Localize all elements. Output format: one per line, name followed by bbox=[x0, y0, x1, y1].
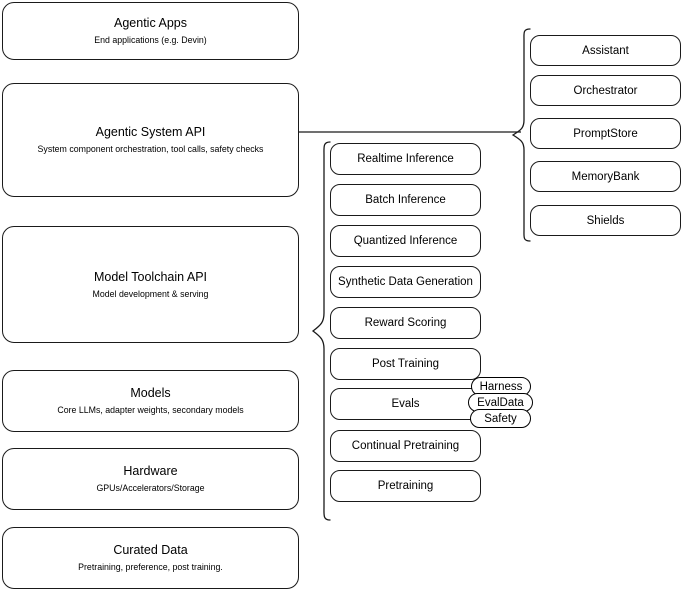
layer-box-models[interactable]: Models Core LLMs, adapter weights, secon… bbox=[2, 370, 299, 432]
layer-subtitle: GPUs/Accelerators/Storage bbox=[96, 483, 205, 493]
layer-title: Models bbox=[130, 386, 171, 401]
layer-subtitle: Pretraining, preference, post training. bbox=[78, 562, 223, 572]
chip-label: Shields bbox=[586, 214, 625, 227]
layer-box-agentic-apps[interactable]: Agentic Apps End applications (e.g. Devi… bbox=[2, 2, 299, 60]
eval-badge-label: Harness bbox=[479, 380, 523, 393]
chip-label: Orchestrator bbox=[573, 84, 638, 97]
system-components-group-brace bbox=[511, 28, 531, 242]
toolchain-chip-realtime-inference[interactable]: Realtime Inference bbox=[330, 143, 481, 175]
layer-title: Agentic System API bbox=[95, 125, 206, 140]
toolchain-chip-post-training[interactable]: Post Training bbox=[330, 348, 481, 380]
eval-badge-evaldata[interactable]: EvalData bbox=[468, 393, 533, 412]
chip-label: Realtime Inference bbox=[357, 153, 454, 165]
system-chip-promptstore[interactable]: PromptStore bbox=[530, 118, 681, 149]
toolchain-chip-quantized-inference[interactable]: Quantized Inference bbox=[330, 225, 481, 257]
layer-title: Curated Data bbox=[113, 543, 188, 558]
system-chip-memorybank[interactable]: MemoryBank bbox=[530, 161, 681, 192]
layer-title: Model Toolchain API bbox=[93, 269, 208, 284]
chip-label: Continual Pretraining bbox=[351, 440, 460, 452]
chip-label: Batch Inference bbox=[365, 194, 446, 206]
layer-box-hardware[interactable]: Hardware GPUs/Accelerators/Storage bbox=[2, 448, 299, 510]
layer-title: Hardware bbox=[123, 464, 178, 479]
toolchain-chip-continual-pretraining[interactable]: Continual Pretraining bbox=[330, 430, 481, 462]
layer-title: Agentic Apps bbox=[114, 16, 187, 31]
chip-label: MemoryBank bbox=[571, 170, 640, 183]
eval-badge-safety[interactable]: Safety bbox=[470, 409, 531, 428]
toolchain-group-brace bbox=[311, 141, 331, 521]
layer-subtitle: Model development & serving bbox=[92, 288, 209, 299]
layer-box-curated-data[interactable]: Curated Data Pretraining, preference, po… bbox=[2, 527, 299, 589]
eval-badge-label: Safety bbox=[484, 412, 517, 425]
layer-subtitle: Core LLMs, adapter weights, secondary mo… bbox=[57, 405, 244, 415]
chip-label: Synthetic Data Generation bbox=[338, 276, 473, 288]
system-chip-shields[interactable]: Shields bbox=[530, 205, 681, 236]
toolchain-chip-synthetic-data-generation[interactable]: Synthetic Data Generation bbox=[330, 266, 481, 298]
toolchain-chip-pretraining[interactable]: Pretraining bbox=[330, 470, 481, 502]
system-api-connector-line bbox=[299, 126, 521, 138]
layer-box-agentic-system-api[interactable]: Agentic System API System component orch… bbox=[2, 83, 299, 197]
chip-label: PromptStore bbox=[573, 127, 638, 140]
eval-badge-label: EvalData bbox=[477, 396, 524, 409]
chip-label: Quantized Inference bbox=[353, 235, 458, 247]
chip-label: Post Training bbox=[371, 358, 440, 370]
toolchain-chip-reward-scoring[interactable]: Reward Scoring bbox=[330, 307, 481, 339]
system-chip-assistant[interactable]: Assistant bbox=[530, 35, 681, 66]
layer-subtitle: End applications (e.g. Devin) bbox=[94, 35, 207, 45]
toolchain-chip-evals[interactable]: Evals bbox=[330, 388, 481, 420]
layer-subtitle: System component orchestration, tool cal… bbox=[37, 144, 264, 154]
toolchain-chip-batch-inference[interactable]: Batch Inference bbox=[330, 184, 481, 216]
chip-label: Assistant bbox=[582, 44, 629, 57]
layer-box-model-toolchain-api[interactable]: Model Toolchain API Model development & … bbox=[2, 226, 299, 343]
system-chip-orchestrator[interactable]: Orchestrator bbox=[530, 75, 681, 106]
chip-label: Pretraining bbox=[377, 480, 434, 492]
chip-label: Reward Scoring bbox=[364, 317, 447, 329]
chip-label: Evals bbox=[391, 398, 420, 410]
